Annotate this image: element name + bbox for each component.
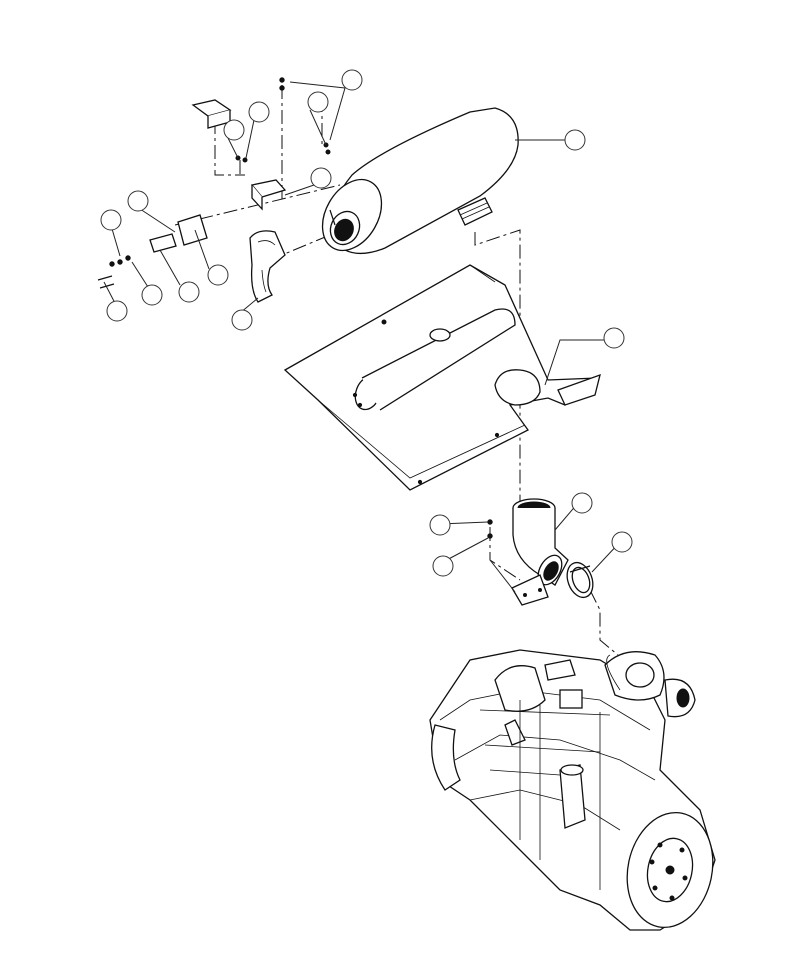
callout-bubble <box>248 101 270 123</box>
callout-bubble <box>611 531 633 553</box>
callout-bubble <box>106 300 128 322</box>
callout-bubble <box>310 167 332 189</box>
air-cleaner-housing <box>321 107 519 255</box>
mounting-brackets <box>149 99 287 303</box>
callout-bubble <box>564 129 586 151</box>
callout-bubble <box>603 327 625 349</box>
callout-bubble <box>178 281 200 303</box>
callout-bubble <box>127 190 149 212</box>
callout-bubble <box>429 514 451 536</box>
engine-assembly <box>429 649 716 931</box>
intake-elbow <box>511 498 569 606</box>
callout-leaders <box>103 81 621 593</box>
callout-bubbles <box>100 69 633 577</box>
callout-bubble <box>141 284 163 306</box>
callout-bubble <box>341 69 363 91</box>
callout-bubble <box>432 555 454 577</box>
hose-clamp <box>566 561 594 599</box>
callout-bubble <box>207 264 229 286</box>
callout-bubble <box>100 209 122 231</box>
heat-shield-shroud <box>283 264 601 491</box>
callout-bubble <box>571 492 593 514</box>
callout-bubble <box>223 119 245 141</box>
callout-bubble <box>231 309 253 331</box>
callout-bubble <box>307 91 329 113</box>
